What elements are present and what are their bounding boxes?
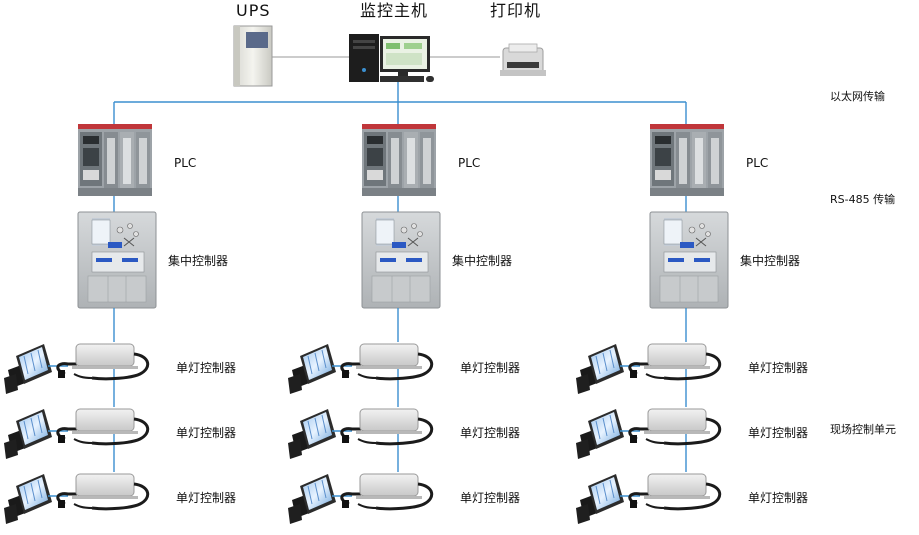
controller-column-1 — [3, 124, 157, 525]
floodlight-lamp — [3, 473, 53, 525]
controller-column-2 — [287, 124, 441, 525]
concentrator-label: 集中控制器 — [168, 254, 229, 268]
single-lamp-controller — [340, 407, 434, 446]
lamp-controller-label: 单灯控制器 — [748, 491, 809, 505]
single-lamp-controller — [340, 472, 434, 511]
floodlight-lamp — [287, 343, 337, 395]
lamp-controller-label: 单灯控制器 — [460, 426, 521, 440]
plc-label: PLC — [174, 156, 197, 170]
single-lamp-controller — [628, 407, 722, 446]
concentrator-unit — [361, 211, 441, 309]
plc-unit — [78, 124, 152, 196]
monitoring-host — [349, 34, 434, 82]
concentrator-unit — [649, 211, 729, 309]
field-layer-label: 现场控制单元 — [830, 423, 896, 436]
rs485-layer-label: RS-485 传输 — [830, 193, 896, 206]
single-lamp-controller — [56, 342, 150, 381]
lamp-controller-label: 单灯控制器 — [748, 426, 809, 440]
lamp-controller-label: 单灯控制器 — [460, 361, 521, 375]
host-label: 监控主机 — [360, 1, 429, 20]
ups-label: UPS — [236, 1, 271, 20]
ethernet-bus — [113, 82, 687, 124]
floodlight-lamp — [287, 408, 337, 460]
plc-unit — [650, 124, 724, 196]
plc-unit — [362, 124, 436, 196]
controller-column-3 — [575, 124, 729, 525]
single-lamp-controller — [340, 342, 434, 381]
floodlight-lamp — [3, 343, 53, 395]
plc-label: PLC — [458, 156, 481, 170]
concentrator-label: 集中控制器 — [740, 254, 801, 268]
floodlight-lamp — [575, 408, 625, 460]
lamp-controller-label: 单灯控制器 — [176, 491, 237, 505]
single-lamp-controller — [628, 472, 722, 511]
single-lamp-controller — [628, 342, 722, 381]
plc-label: PLC — [746, 156, 769, 170]
floodlight-lamp — [575, 343, 625, 395]
concentrator-unit — [77, 211, 157, 309]
concentrator-label: 集中控制器 — [452, 254, 513, 268]
printer-label: 打印机 — [490, 1, 542, 20]
lamp-controller-label: 单灯控制器 — [176, 361, 237, 375]
lamp-controller-label: 单灯控制器 — [176, 426, 237, 440]
floodlight-lamp — [575, 473, 625, 525]
single-lamp-controller — [56, 407, 150, 446]
printer-device — [500, 43, 546, 76]
controller-columns — [3, 124, 729, 525]
lamp-controller-label: 单灯控制器 — [460, 491, 521, 505]
ups-device — [233, 25, 273, 87]
single-lamp-controller — [56, 472, 150, 511]
floodlight-lamp — [3, 408, 53, 460]
ethernet-layer-label: 以太网传输 — [830, 90, 885, 103]
lamp-controller-label: 单灯控制器 — [748, 361, 809, 375]
floodlight-lamp — [287, 473, 337, 525]
